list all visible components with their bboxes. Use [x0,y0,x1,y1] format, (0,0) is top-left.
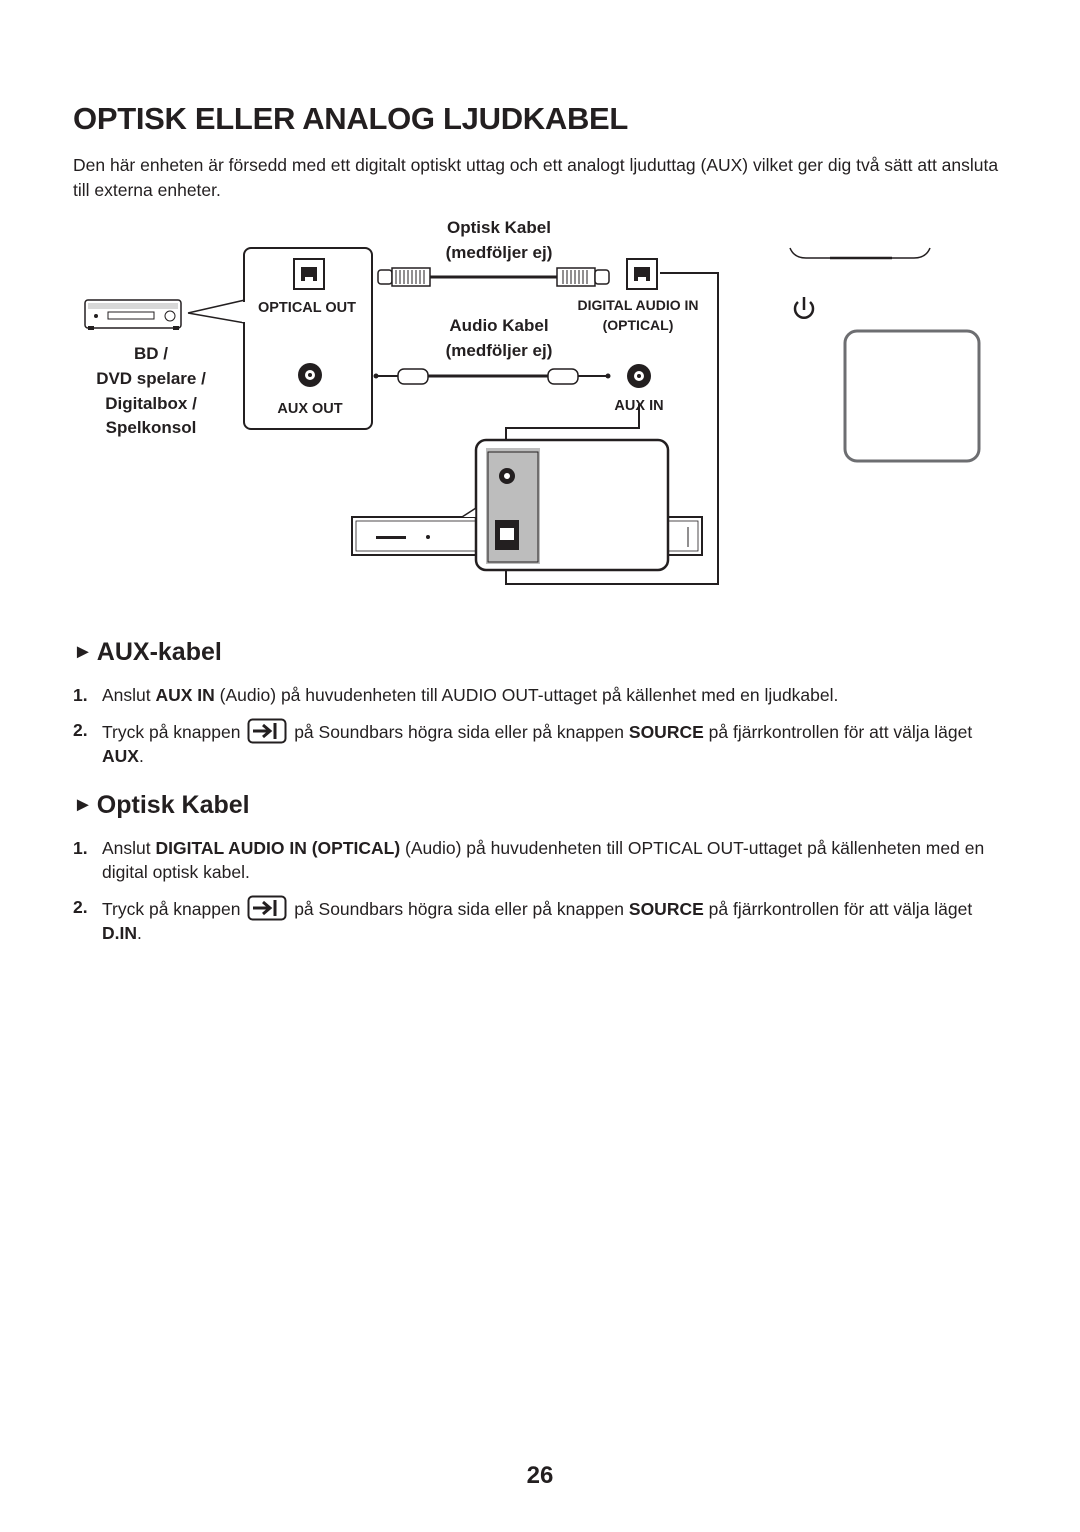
optical-cable-label-2: (medföljer ej) [446,243,553,262]
source-device-label-2: DVD spelare / [96,369,206,388]
triangle-bullet-icon: ► [73,794,93,816]
optical-steps-list: 1.Anslut DIGITAL AUDIO IN (OPTICAL) (Aud… [73,836,1008,956]
power-icon [793,297,815,319]
aux-port-icon [298,363,322,387]
audio-cable-label-1: Audio Kabel [449,316,548,335]
source-button-icon [247,895,287,921]
aux-out-label: AUX OUT [277,401,342,417]
optical-port-icon [293,258,325,290]
optical-section-heading: ►Optisk Kabel [73,791,250,819]
soundbar-icon [351,438,703,572]
list-item: 1.Anslut AUX IN (Audio) på huvudenheten … [73,685,839,705]
aux-section-heading: ►AUX-kabel [73,638,222,666]
source-device-label-4: Spelkonsol [106,418,197,437]
list-item: 2.Tryck på knappen på Soundbars högra si… [73,895,973,943]
audio-cable-label-2: (medföljer ej) [446,341,553,360]
audio-cable [373,368,611,385]
aux-port-icon [627,364,651,388]
optical-cable-label-1: Optisk Kabel [447,218,551,237]
optical-out-label: OPTICAL OUT [258,300,356,316]
intro-paragraph: Den här enheten är försedd med ett digit… [73,155,999,200]
digital-audio-in-label-2: (OPTICAL) [603,317,674,333]
page-title: OPTISK ELLER ANALOG LJUDKABEL [73,101,629,136]
aux-steps-list: 1.Anslut AUX IN (Audio) på huvudenheten … [73,683,1008,779]
digital-audio-in-label-1: DIGITAL AUDIO IN [577,297,698,313]
source-button-icon [247,718,287,744]
bd-player-icon [84,299,182,330]
triangle-bullet-icon: ► [73,641,93,663]
source-device-label-1: BD / [134,344,168,363]
optical-cable [377,267,610,287]
page-number: 26 [526,1462,554,1489]
remote-icon [789,247,931,260]
remote-button-box [843,329,981,463]
connection-diagram: OPTICAL OUT AUX OUT BD / DVD spelare / D… [84,218,981,585]
list-item: 2.Tryck på knappen på Soundbars högra si… [73,718,973,766]
source-port-panel [243,247,373,430]
source-device-label-3: Digitalbox / [105,394,197,413]
list-item: 1.Anslut DIGITAL AUDIO IN (OPTICAL) (Aud… [73,838,985,882]
optical-port-icon [626,258,658,290]
